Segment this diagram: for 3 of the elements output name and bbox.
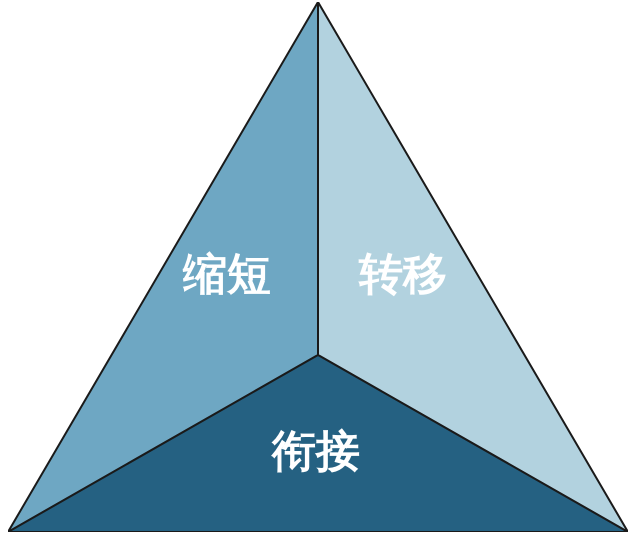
face-label: 缩短: [183, 253, 271, 297]
face-label: 衔接: [272, 430, 360, 474]
face-label: 转移: [359, 253, 447, 297]
